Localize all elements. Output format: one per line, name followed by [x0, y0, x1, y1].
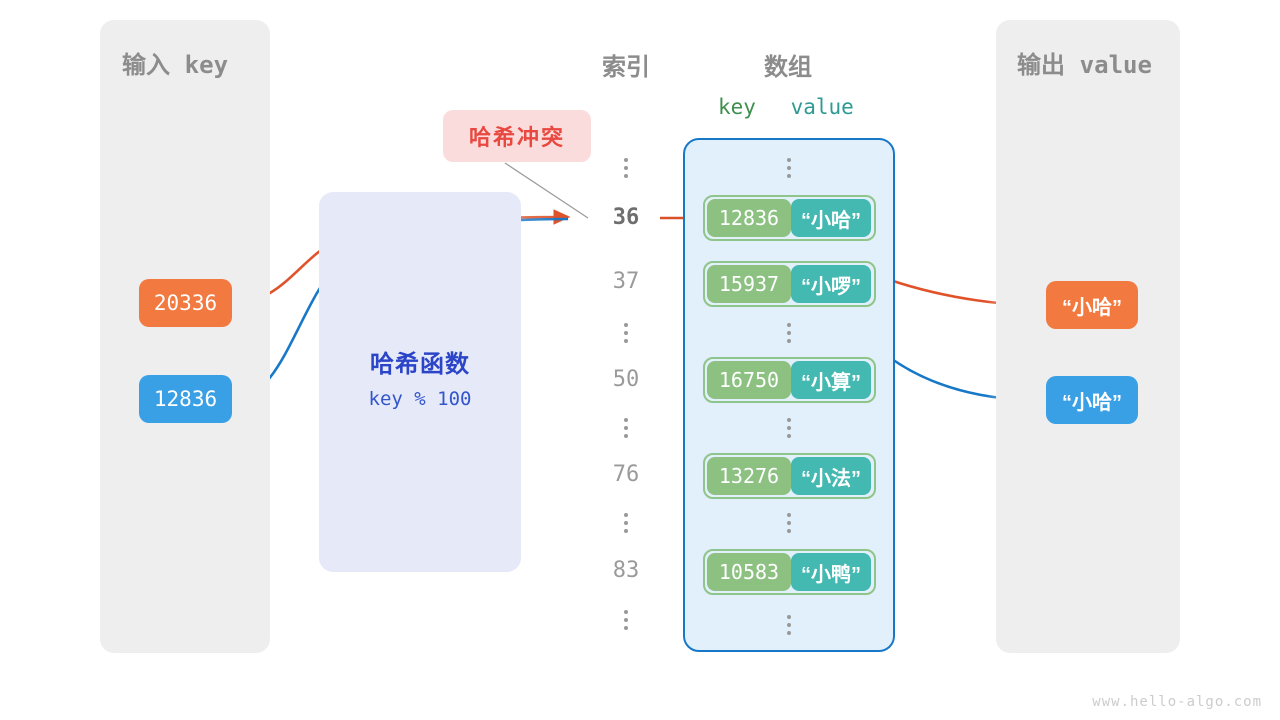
index-label-83: 83	[612, 558, 640, 583]
index-ellipsis	[591, 320, 661, 346]
index-ellipsis	[591, 607, 661, 633]
input-key-label: 20336	[153, 291, 218, 315]
hash-function-box: 哈希函数 key % 100	[319, 192, 521, 572]
index-label-50: 50	[612, 367, 640, 392]
hash-function-formula: key % 100	[368, 388, 472, 410]
bucket-value-cell: “小鸭”	[791, 553, 871, 591]
index-label-37: 37	[612, 269, 640, 294]
bucket-pair[interactable]: 16750“小算”	[703, 357, 876, 403]
array-column-header: 数组	[764, 54, 812, 81]
bucket-key-cell: 10583	[707, 553, 791, 591]
index-ellipsis	[591, 510, 661, 536]
array-ellipsis	[754, 155, 824, 181]
input-panel-title-mono: key	[184, 51, 229, 79]
input-panel-title-cn: 输入	[122, 52, 170, 79]
bucket-key-cell: 16750	[707, 361, 791, 399]
bucket-pair[interactable]: 13276“小法”	[703, 453, 876, 499]
bucket-value-cell: “小法”	[791, 457, 871, 495]
output-value-label: “小哈”	[1062, 391, 1122, 414]
index-label-76: 76	[612, 462, 640, 487]
array-ellipsis	[754, 320, 824, 346]
input-key-chip-0[interactable]: 20336	[139, 279, 232, 327]
output-panel-title: 输出 value	[1017, 45, 1152, 80]
input-panel	[100, 20, 270, 653]
output-panel	[996, 20, 1180, 653]
bucket-key-cell: 12836	[707, 199, 791, 237]
index-column-header: 索引	[602, 54, 650, 81]
index-ellipsis	[591, 155, 661, 181]
output-value-label: “小哈”	[1062, 296, 1122, 319]
watermark: www.hello-algo.com	[1092, 694, 1262, 710]
output-panel-title-cn: 输出	[1017, 52, 1065, 79]
bucket-key-cell: 15937	[707, 265, 791, 303]
bucket-pair[interactable]: 12836“小哈”	[703, 195, 876, 241]
output-value-chip-0[interactable]: “小哈”	[1046, 281, 1138, 329]
bucket-key-cell: 13276	[707, 457, 791, 495]
bucket-pair[interactable]: 10583“小鸭”	[703, 549, 876, 595]
array-ellipsis	[754, 612, 824, 638]
index-ellipsis	[591, 415, 661, 441]
bucket-value-cell: “小哈”	[791, 199, 871, 237]
collision-badge: 哈希冲突	[443, 110, 591, 162]
key-value-header: key value	[718, 95, 854, 119]
input-key-chip-1[interactable]: 12836	[139, 375, 232, 423]
output-panel-title-mono: value	[1079, 51, 1152, 79]
collision-badge-label: 哈希冲突	[468, 125, 565, 150]
input-panel-title: 输入 key	[122, 45, 228, 80]
index-label-36: 36	[612, 205, 640, 230]
hash-function-title: 哈希函数	[370, 351, 470, 378]
bucket-value-cell: “小算”	[791, 361, 871, 399]
value-header-label: value	[790, 95, 854, 119]
bucket-pair[interactable]: 15937“小啰”	[703, 261, 876, 307]
input-key-label: 12836	[153, 387, 218, 411]
key-header-label: key	[718, 95, 756, 119]
output-value-chip-1[interactable]: “小哈”	[1046, 376, 1138, 424]
array-ellipsis	[754, 415, 824, 441]
bucket-value-cell: “小啰”	[791, 265, 871, 303]
array-ellipsis	[754, 510, 824, 536]
